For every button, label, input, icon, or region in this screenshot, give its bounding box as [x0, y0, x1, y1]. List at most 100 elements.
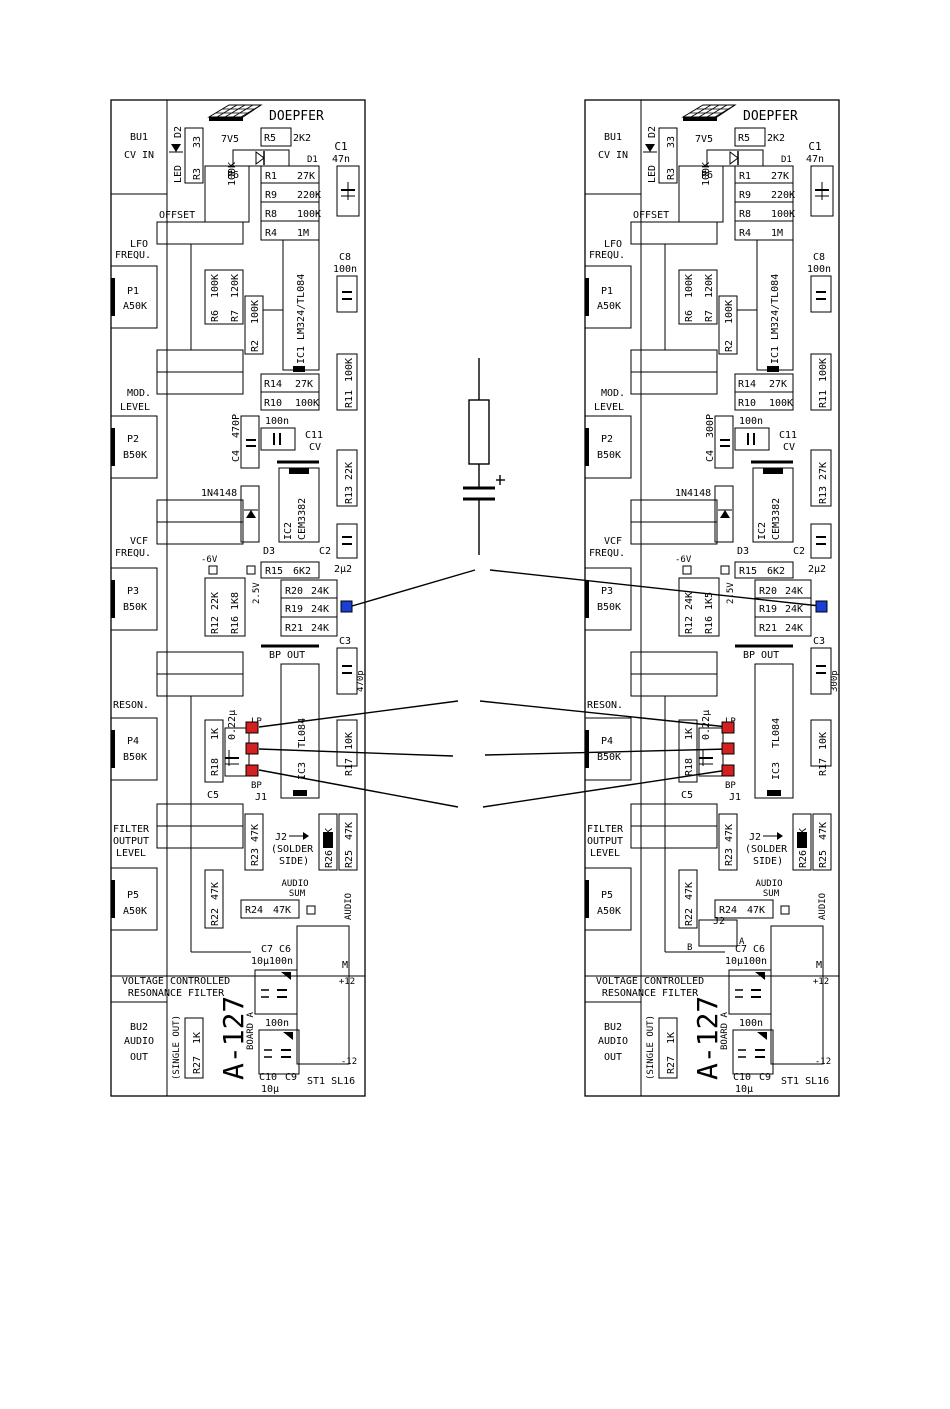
- label-r22v: 47K: [210, 882, 221, 900]
- label-p2v: B50K: [597, 450, 621, 461]
- label-offset: OFFSET: [159, 210, 195, 221]
- label-r17: R17: [818, 758, 829, 776]
- label-r19: R19: [759, 604, 777, 615]
- label-vcr1: VOLTAGE CONTROLLED: [596, 976, 704, 987]
- pad-red: [245, 742, 259, 755]
- pad-red: [245, 721, 259, 734]
- label-ic3v: TL084: [297, 718, 308, 748]
- label-c8v: 100n: [333, 264, 357, 275]
- trace-reson: [630, 651, 718, 675]
- label-p3v: B50K: [123, 602, 147, 613]
- jumper-j2: [698, 919, 738, 947]
- label-r6: R6: [684, 310, 695, 322]
- resistor-r17: [336, 719, 358, 767]
- resistor-r13: [336, 449, 358, 507]
- legend-symbols: [463, 358, 505, 555]
- label-single_out: (SINGLE OUT): [646, 1015, 656, 1080]
- label-p5: P5: [601, 890, 613, 901]
- label-r16: R16: [704, 616, 715, 634]
- label-r11: R11: [818, 390, 829, 408]
- label-c7: C7: [261, 944, 273, 955]
- resistor-r25: [338, 813, 358, 871]
- label-r25: R25: [818, 850, 829, 868]
- label-c9: C9: [285, 1072, 297, 1083]
- diode-1n4148: [714, 485, 734, 543]
- label-r10: R10: [264, 398, 282, 409]
- label-r19v: 24K: [785, 604, 803, 615]
- label-p6: P6: [701, 170, 713, 181]
- pot-mark: [111, 880, 115, 918]
- label-r14: R14: [264, 379, 282, 390]
- pot-p3: [584, 567, 632, 631]
- label-m6v: -6V: [675, 555, 692, 565]
- label-r24: R24: [719, 905, 737, 916]
- capacitor-c3: [810, 647, 832, 695]
- label-r7: R7: [230, 310, 241, 322]
- label-c8: C8: [339, 252, 351, 263]
- label-v25: 2.5V: [726, 582, 736, 604]
- pot-mark: [111, 428, 115, 466]
- capacitor-c9c10: [732, 1029, 774, 1075]
- trace-reson: [156, 651, 244, 675]
- capacitor-c11: [734, 427, 770, 451]
- pot-mark: [585, 880, 589, 918]
- resistor-r25: [812, 813, 832, 871]
- trimmer-p6: [678, 165, 724, 223]
- label-audio: AUDIO: [818, 893, 828, 920]
- diode-d1: [706, 149, 764, 167]
- capacitor-c2: [810, 523, 832, 559]
- label-c5: C5: [207, 790, 219, 801]
- label-board: BOARD A: [720, 1011, 730, 1050]
- label-r8v: 100K: [771, 209, 795, 220]
- label-m6v: -6V: [201, 555, 218, 565]
- jack-bu2: [110, 1001, 168, 1097]
- highlight-pads: [245, 600, 828, 777]
- label-bu2: BU2: [130, 1022, 148, 1033]
- label-j1: J1: [255, 792, 267, 803]
- label-p2v: B50K: [123, 450, 147, 461]
- label-c7v: 10μ: [251, 956, 269, 967]
- label-r22: R22: [210, 908, 221, 926]
- capacitor-c2: [336, 523, 358, 559]
- label-r2v: 100K: [724, 300, 735, 324]
- label-r23: R23: [250, 848, 261, 866]
- label-level: LEVEL: [116, 848, 146, 859]
- capacitor-c4: [714, 415, 734, 469]
- label-c10: C10: [259, 1072, 277, 1083]
- label-c3v: 470p: [356, 670, 366, 692]
- label-r14: R14: [738, 379, 756, 390]
- label-a: A: [739, 937, 745, 947]
- label-r12v: 24K: [684, 592, 695, 610]
- resistor-r17: [810, 719, 832, 767]
- capacitor-c11: [260, 427, 296, 451]
- label-vcr1: VOLTAGE CONTROLLED: [122, 976, 230, 987]
- label-frequ: FREQU.: [115, 548, 151, 559]
- label-r9: R9: [739, 190, 751, 201]
- label-cv: CV: [309, 442, 321, 453]
- label-r4: R4: [265, 228, 277, 239]
- label-z7v5: 7V5: [221, 134, 239, 145]
- diode-d1: [232, 149, 290, 167]
- label-c5v: 0.22μ: [227, 710, 238, 740]
- label-p2: P2: [601, 434, 613, 445]
- label-c11: C11: [779, 430, 797, 441]
- label-sum: SUM: [763, 889, 780, 899]
- resistor-r6r7: [678, 269, 718, 325]
- resistor-r3: [658, 127, 678, 184]
- jack-bu1: [110, 99, 168, 195]
- label-audio: AUDIO: [281, 879, 308, 889]
- label-r18v: 1K: [684, 728, 695, 740]
- label-r24v: 47K: [747, 905, 765, 916]
- label-solder: (SOLDER: [271, 844, 314, 855]
- ic-notch: [767, 790, 781, 796]
- label-audio: AUDIO: [124, 1036, 154, 1047]
- label-side: SIDE): [753, 856, 783, 867]
- trace-filter2: [156, 825, 244, 849]
- label-mod: MOD.: [601, 388, 625, 399]
- resistor-r3: [184, 127, 204, 184]
- label-sum: SUM: [289, 889, 306, 899]
- pot-mark: [585, 428, 589, 466]
- resistor-block-3: [280, 579, 338, 637]
- label-lfo: LFO: [130, 239, 148, 250]
